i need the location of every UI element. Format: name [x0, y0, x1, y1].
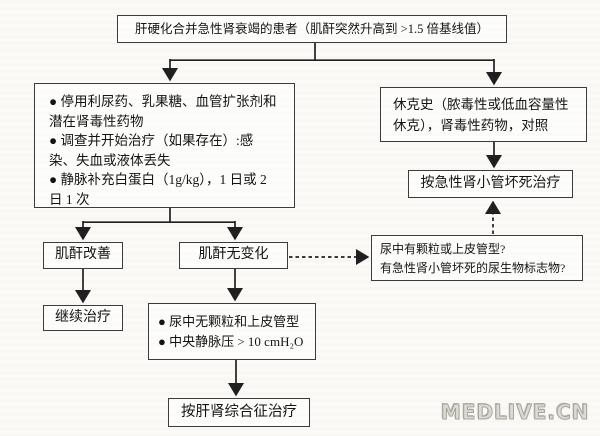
urine-findings-box: ● 尿中无颗粒和上皮管型 ● 中央静脉压 > 10 cmH₂O	[148, 303, 316, 360]
medlive-watermark: MEDLIVE.CN	[441, 400, 590, 425]
patient-condition-box: 肝硬化合并急性肾衰竭的患者（肌酐突然升高到 >1.5 倍基线值）	[117, 15, 507, 43]
management-item: ● 调查并开始治疗（如果存在）:感染、失血或液体丢失	[49, 133, 254, 168]
urine-question-line: 尿中有颗粒或上皮管型?	[380, 242, 506, 256]
hrs-treatment-box: 按肝肾综合征治疗	[168, 398, 310, 427]
urine-question-line: 有急性肾小管坏死的尿生物标志物?	[380, 261, 566, 275]
creatinine-improved-box: 肌酐改善	[43, 242, 123, 269]
continue-treatment-box: 继续治疗	[43, 305, 123, 331]
initial-management-box: ● 停用利尿药、乳果糖、血管扩张剂和潜在肾毒性药物 ● 调查并开始治疗（如果存在…	[34, 83, 295, 208]
atn-treatment-text: 按急性肾小管坏死治疗	[420, 175, 561, 191]
urine-finding-item: ● 中央静脉压 > 10 cmH₂O	[158, 334, 304, 349]
management-item: ● 静脉补充白蛋白（1g/kg），1 日或 2 日 1 次	[49, 172, 267, 207]
continue-treatment-text: 继续治疗	[55, 309, 111, 325]
shock-history-box: 休克史（脓毒性或低血容量性休克），肾毒性药物，对照	[380, 87, 587, 142]
patient-condition-text: 肝硬化合并急性肾衰竭的患者（肌酐突然升高到 >1.5 倍基线值）	[135, 21, 489, 36]
hrs-treatment-text: 按肝肾综合征治疗	[181, 403, 297, 420]
urine-question-box: 尿中有颗粒或上皮管型? 有急性肾小管坏死的尿生物标志物?	[371, 235, 583, 281]
shock-history-text: 休克史（脓毒性或低血容量性休克），肾毒性药物，对照	[393, 97, 569, 133]
creatinine-unchanged-box: 肌酐无变化	[179, 242, 288, 269]
atn-treatment-box: 按急性肾小管坏死治疗	[408, 170, 573, 198]
creatinine-improved-text: 肌酐改善	[55, 247, 111, 263]
management-item: ● 停用利尿药、乳果糖、血管扩张剂和潜在肾毒性药物	[49, 94, 277, 129]
creatinine-unchanged-text: 肌酐无变化	[198, 247, 269, 263]
urine-finding-item: ● 尿中无颗粒和上皮管型	[158, 314, 300, 329]
